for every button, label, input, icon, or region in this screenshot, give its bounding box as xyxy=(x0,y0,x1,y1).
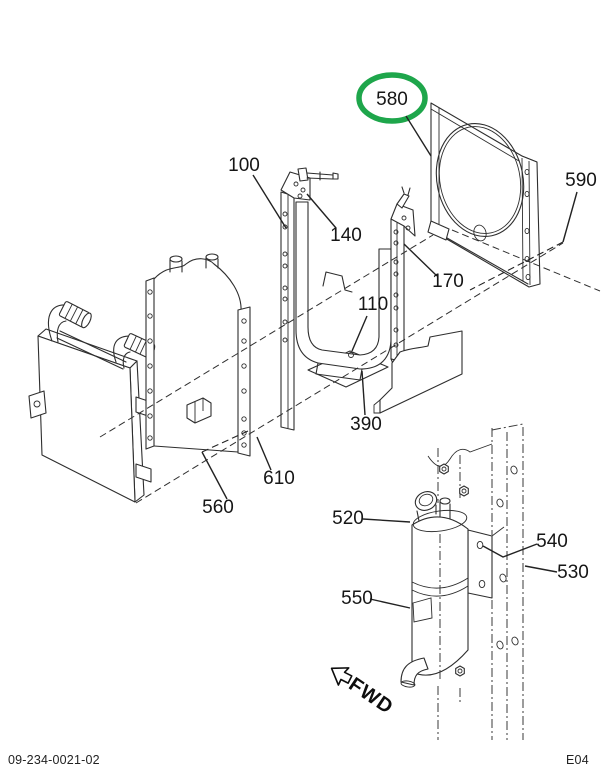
mounting-bracket-left-drawing xyxy=(280,167,339,431)
leader-ext-560 xyxy=(201,430,249,453)
fwd-arrow-icon xyxy=(330,667,353,686)
radiator-drawing xyxy=(145,253,251,457)
callout-520: 520 xyxy=(332,508,364,529)
fwd-marker: FWD xyxy=(330,667,398,719)
callout-layer: 100 140 580 590 170 110 390 610 560 520 540 530 550 xyxy=(201,72,597,609)
drawing-number: 09-234-0021-02 xyxy=(8,753,100,767)
lower-shroud-drawing xyxy=(295,201,392,388)
leader-610 xyxy=(256,436,272,471)
callout-580: 580 xyxy=(376,89,408,110)
clip-bracket-drawing xyxy=(186,397,212,424)
callout-390: 390 xyxy=(350,414,382,435)
fwd-label: FWD xyxy=(345,673,398,718)
leader-520 xyxy=(362,518,411,523)
fan-shroud-drawing xyxy=(427,102,541,288)
callout-100: 100 xyxy=(228,155,260,176)
highlight-ellipse-580 xyxy=(356,72,428,124)
tank-bracket-drawing xyxy=(467,526,505,599)
leader-ext-590 xyxy=(469,241,564,291)
callout-560: 560 xyxy=(202,497,234,518)
side-seal-panel-drawing xyxy=(373,330,463,414)
callout-530: 530 xyxy=(557,562,589,583)
leader-530 xyxy=(524,565,558,573)
filler-cap-drawing xyxy=(414,491,438,522)
callout-590: 590 xyxy=(565,170,597,191)
leader-390 xyxy=(361,370,366,416)
leader-110 xyxy=(351,315,368,352)
charge-air-cooler-drawing xyxy=(28,301,156,503)
surge-tank-drawing xyxy=(400,491,469,688)
leader-100 xyxy=(252,174,287,229)
drain-pipe-drawing xyxy=(400,657,429,688)
callout-540: 540 xyxy=(536,531,568,552)
callout-140: 140 xyxy=(330,225,362,246)
leader-170 xyxy=(403,243,438,277)
mounting-bracket-right-drawing xyxy=(390,186,416,372)
leader-580 xyxy=(405,115,432,157)
frame-rail-drawing xyxy=(427,423,524,740)
hex-bolt-icon xyxy=(439,463,469,677)
projection-lines xyxy=(99,229,601,504)
callout-610: 610 xyxy=(263,468,295,489)
callout-550: 550 xyxy=(341,588,373,609)
fitting-140-drawing xyxy=(297,167,339,182)
leader-140 xyxy=(306,193,337,229)
callout-110: 110 xyxy=(358,294,388,315)
leader-550 xyxy=(369,598,411,609)
callout-170: 170 xyxy=(432,271,464,292)
leader-540 xyxy=(482,543,538,558)
sheet-code: E04 xyxy=(566,753,589,767)
leader-560 xyxy=(201,451,228,500)
leader-target-110 xyxy=(348,352,354,358)
leader-590 xyxy=(562,191,578,243)
